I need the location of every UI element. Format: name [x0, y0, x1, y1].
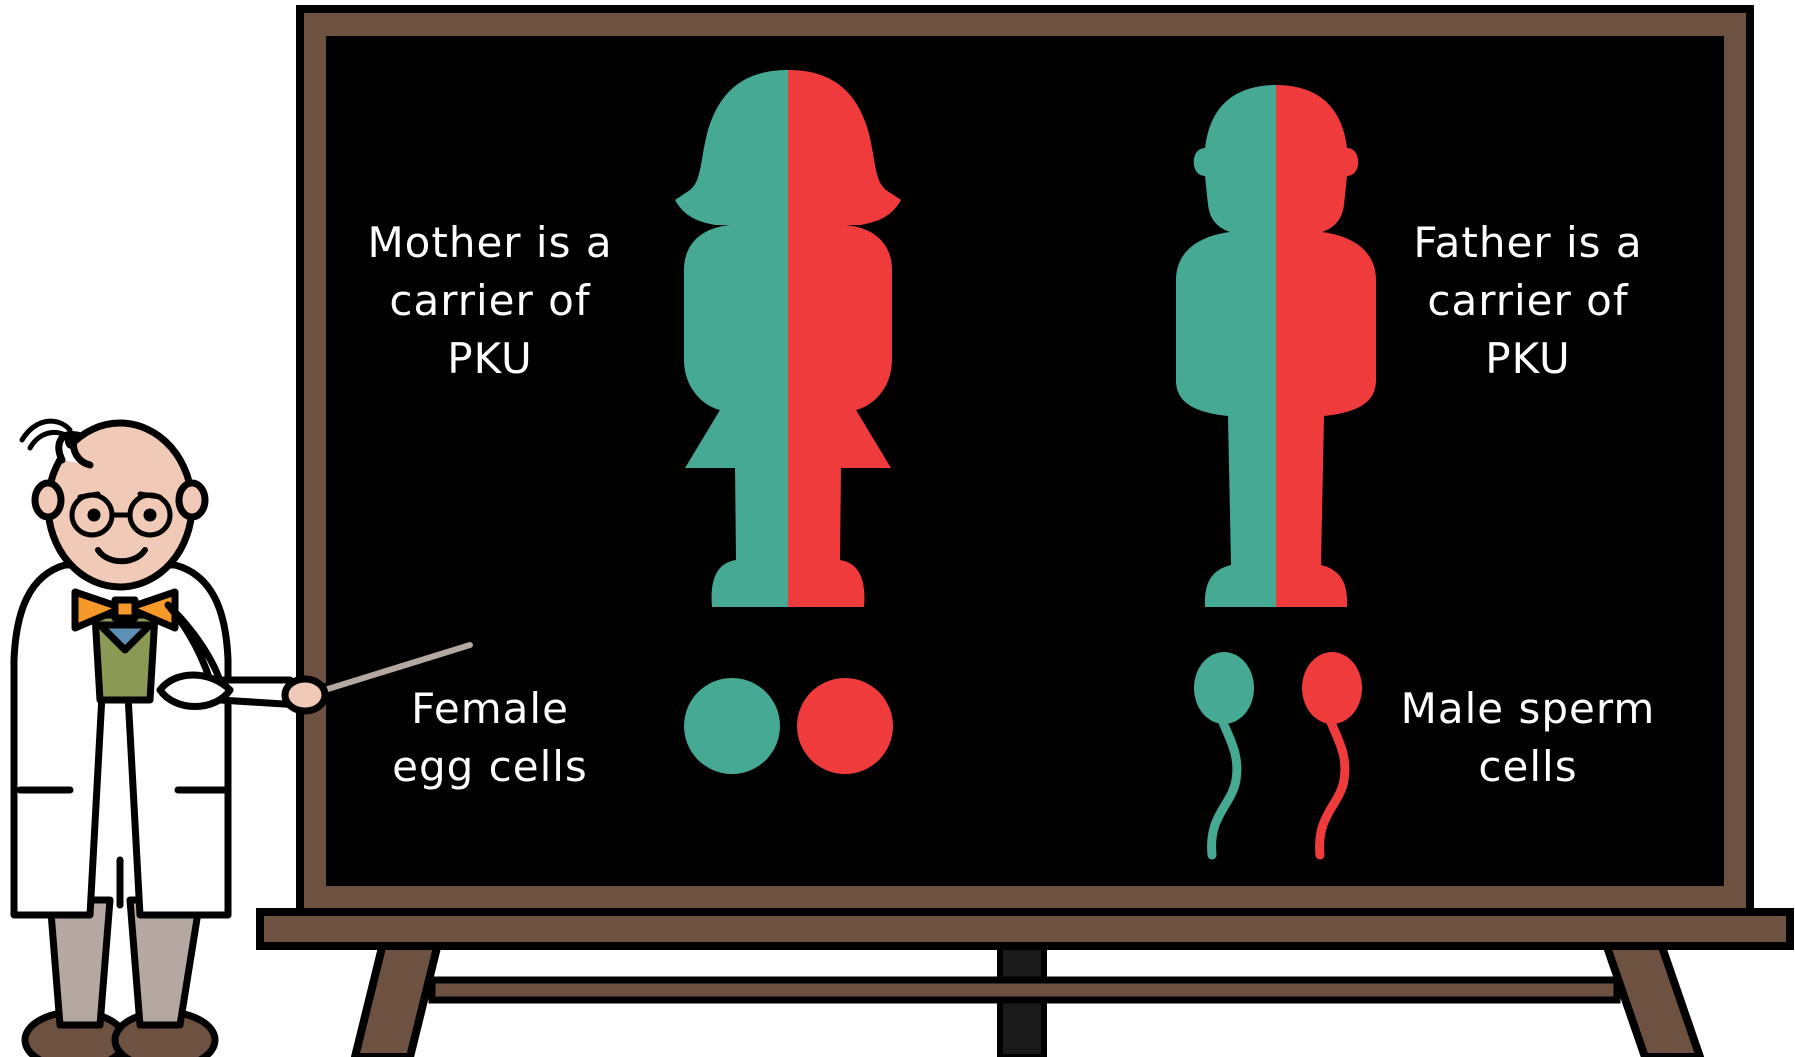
sperm-cells-label: Male sperm cells — [1388, 680, 1668, 796]
egg-label-line-1: Female — [350, 680, 630, 738]
sperm-label-line-2: cells — [1388, 738, 1668, 796]
pointing-hand — [285, 679, 325, 711]
father-label-line-2: carrier of — [1388, 272, 1668, 330]
father-carrier-label: Father is a carrier of PKU — [1388, 214, 1668, 388]
mother-label-line-1: Mother is a — [350, 214, 630, 272]
father-label-line-3: PKU — [1388, 330, 1668, 388]
mother-carrier-label: Mother is a carrier of PKU — [350, 214, 630, 388]
egg-cell-recessive — [797, 678, 893, 774]
egg-label-line-2: egg cells — [350, 738, 630, 796]
mother-label-line-2: carrier of — [350, 272, 630, 330]
egg-cells-label: Female egg cells — [350, 680, 630, 796]
easel-ledge — [260, 912, 1790, 946]
father-label-line-1: Father is a — [1388, 214, 1668, 272]
egg-cell-dominant — [684, 678, 780, 774]
mother-label-line-3: PKU — [350, 330, 630, 388]
sperm-label-line-1: Male sperm — [1388, 680, 1668, 738]
